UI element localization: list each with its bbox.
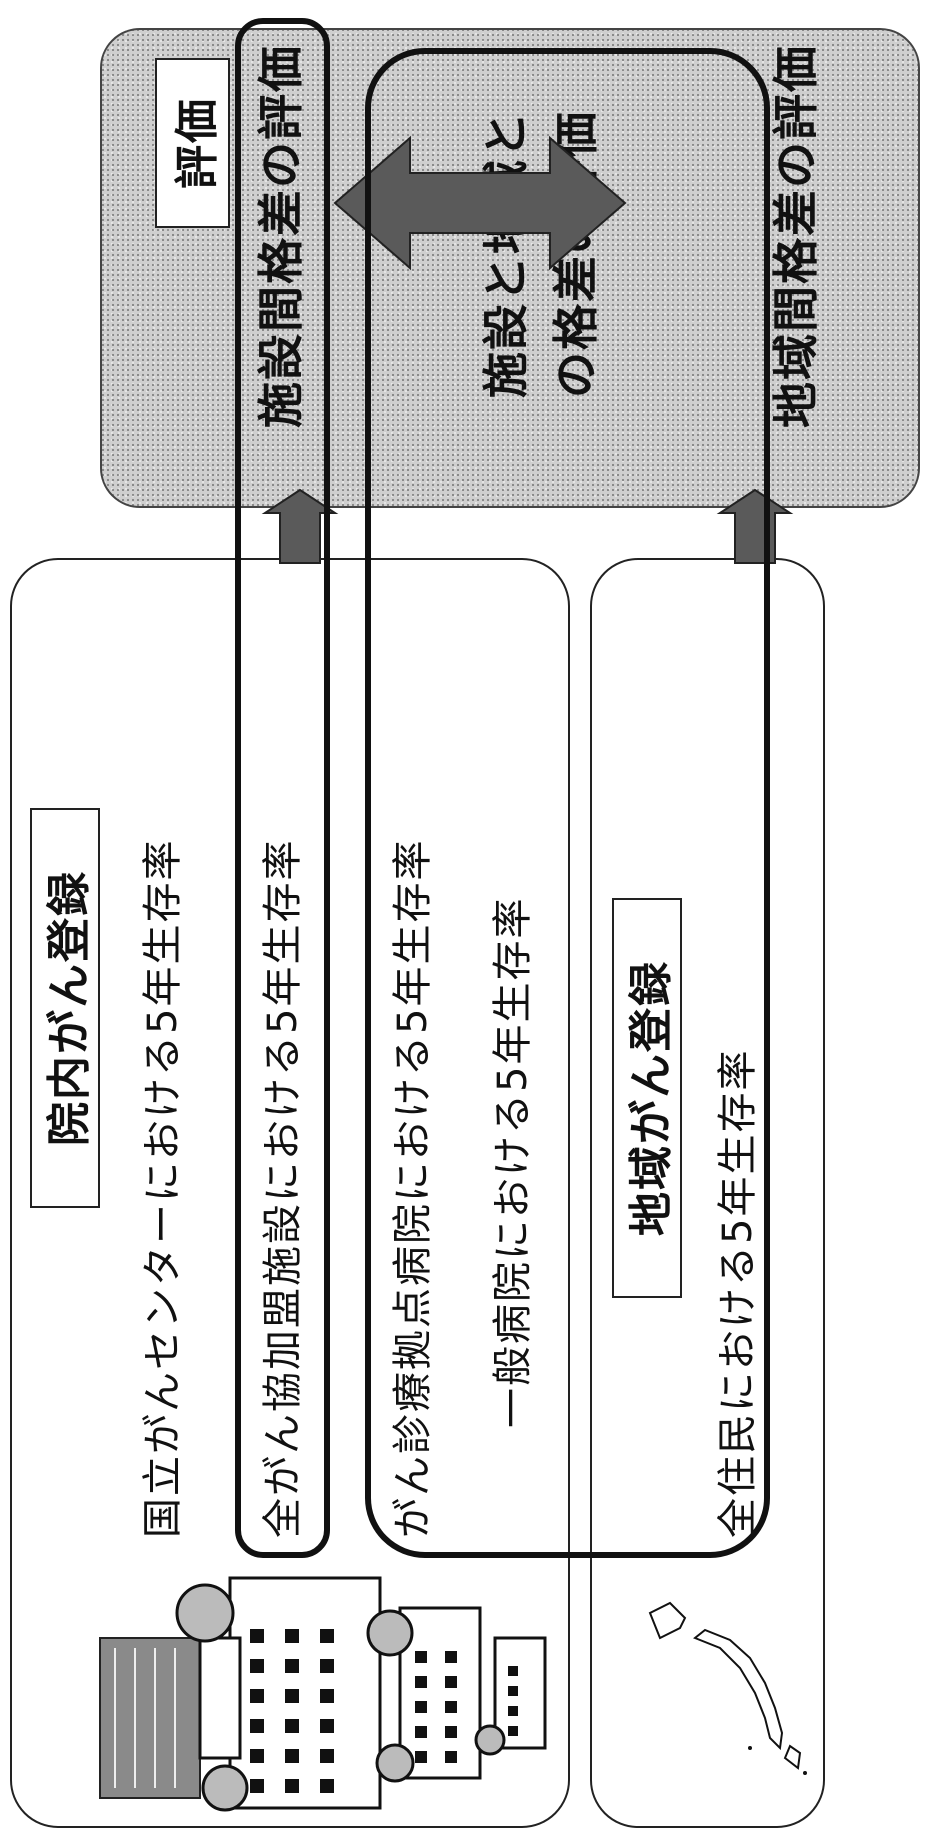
row-national-cancer-center: 国立がんセンターにおける5年生存率 [140, 838, 186, 1538]
evaluation-title-box: 評価 [155, 58, 230, 228]
japan-map-icon [648, 1601, 807, 1775]
hospital-buildings-icon [99, 1576, 547, 1812]
evaluation-title: 評価 [171, 97, 223, 189]
hospital-registry-title: 院内がん登録 [44, 870, 95, 1146]
arrow-up-icon [261, 488, 339, 564]
hospital-registry-title-box: 院内がん登録 [30, 808, 100, 1208]
medium-hospital-building-icon [366, 1606, 482, 1783]
arrow-up-icon [716, 488, 794, 564]
facility-region-comparison-outline [365, 48, 770, 1558]
facility-comparison-outline [235, 18, 330, 1558]
small-hospital-building-icon [474, 1636, 547, 1756]
tower-building-icon [99, 1637, 201, 1799]
main-hospital-building-icon [175, 1576, 382, 1812]
double-arrow-icon [333, 135, 627, 271]
